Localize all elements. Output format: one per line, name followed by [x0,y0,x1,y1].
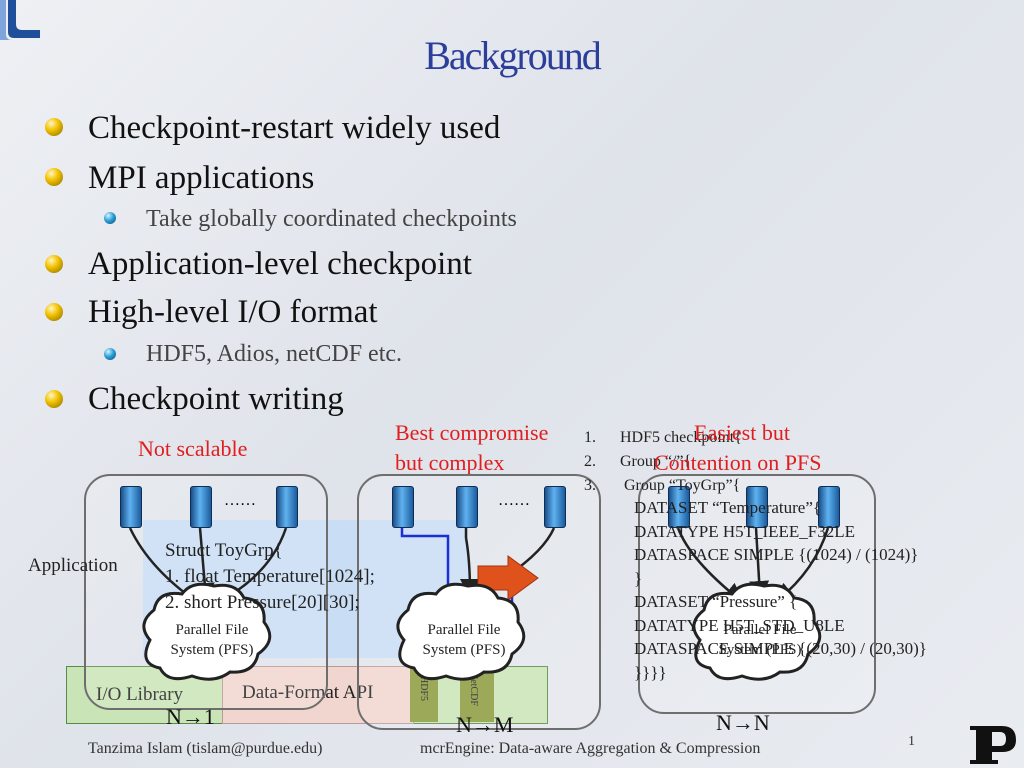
server-icon [668,486,690,528]
server-icon [818,486,840,528]
sub-bullet-coordinated: Take globally coordinated checkpoints [146,206,517,232]
pfs-label-3: Parallel File System (PFS) [700,620,820,660]
code-num: 2. [584,453,596,470]
struct-line: 1. float Temperature[1024]; [165,566,375,587]
server-icon [120,486,142,528]
ellipsis: …… [498,492,530,509]
ellipsis: …… [224,492,256,509]
bullet-mpi-applications: MPI applications [88,160,315,196]
code-num: 3. [584,477,596,494]
struct-line: 2. short Pressure[20][30]; [165,592,360,613]
bullet-application-level: Application-level checkpoint [88,246,472,282]
label-but-complex: but complex [395,450,505,475]
pfs-label-1: Parallel File System (PFS) [152,620,272,660]
sub-bullet-marker-1 [104,212,118,226]
server-icon [190,486,212,528]
struct-line: Struct ToyGrp{ [165,540,283,561]
label-best-compromise: Best compromise [395,420,549,445]
pfs-label-2: Parallel File System (PFS) [404,620,524,660]
label-contention: Contention on PFS [654,450,822,475]
label-application: Application [28,555,118,576]
footer-author: Tanzima Islam (tislam@purdue.edu) [88,740,323,757]
struct-code: Struct ToyGrp{ 1. float Temperature[1024… [165,538,375,616]
code-line: DATASPACE SIMPLE {(1024) / (1024)} [634,545,919,564]
bullet-marker-5 [45,390,65,410]
pfs-line2: System (PFS) [422,642,506,658]
code-line: } [634,568,643,588]
server-icon [392,486,414,528]
mode-n-to-1: N→1 [166,704,215,729]
sub-bullet-marker-2 [104,348,118,362]
server-icon [544,486,566,528]
mode-n-to-n: N→N [716,710,770,735]
bullet-marker-4 [45,303,65,323]
page-number: 1 [908,734,915,749]
code-line: DATATYPE H5T_STD_U8LE [634,615,845,635]
bullet-checkpoint-restart: Checkpoint-restart widely used [88,110,501,146]
netcdf-label: NetCDF [468,672,479,706]
code-text: HDF5 checkpoint{ [620,429,742,446]
code-text: Group “ToyGrp”{ [620,477,741,494]
hdf5-label: HDF5 [418,676,429,702]
sub-bullet-formats: HDF5, Adios, netCDF etc. [146,341,403,367]
server-icon [276,486,298,528]
pfs-line1: Parallel File [427,622,501,638]
label-easiest-but: Easiest but [694,420,790,445]
bullet-high-level-io: High-level I/O format [88,294,378,330]
code-line: DATASET “Temperature”{ [634,498,822,517]
code-num: 1. [584,429,596,446]
code-line: DATATYPE H5T_IEEE_F32LE [634,521,856,541]
mode-n-to-m: N→M [456,712,514,737]
pfs-line1: Parallel File [175,622,249,638]
io-library-label: I/O Library [96,684,184,705]
label-not-scalable: Not scalable [138,436,248,461]
bullet-checkpoint-writing: Checkpoint writing [88,381,344,417]
pfs-line2: System (PFS) [718,642,802,658]
hdf5-code-lines: DATASET “Temperature”{ DATATYPE H5T_IEEE… [634,496,927,684]
code-line: DATASET “Pressure” { [634,592,798,611]
corner-logo [0,0,40,40]
code-line: }}}} [634,662,667,682]
server-icon [746,486,768,528]
pfs-line1: Parallel File [723,622,797,638]
bullet-marker-3 [45,255,65,275]
slide-title: Background [424,33,602,78]
bullet-marker-2 [45,168,65,188]
code-line: DATASPACE SIMPLE {(20,30) / (20,30)} [634,639,927,658]
footer-title: mcrEngine: Data-aware Aggregation & Comp… [420,740,761,757]
hdf5-code-numbered: 1. HDF5 checkpoint{ 2. Group “/”{ 3. Group… [584,426,742,498]
server-icon [456,486,478,528]
purdue-logo [970,726,1016,764]
pfs-line2: System (PFS) [170,642,254,658]
bullet-marker-1 [45,118,65,138]
code-text: Group “/”{ [620,453,692,470]
